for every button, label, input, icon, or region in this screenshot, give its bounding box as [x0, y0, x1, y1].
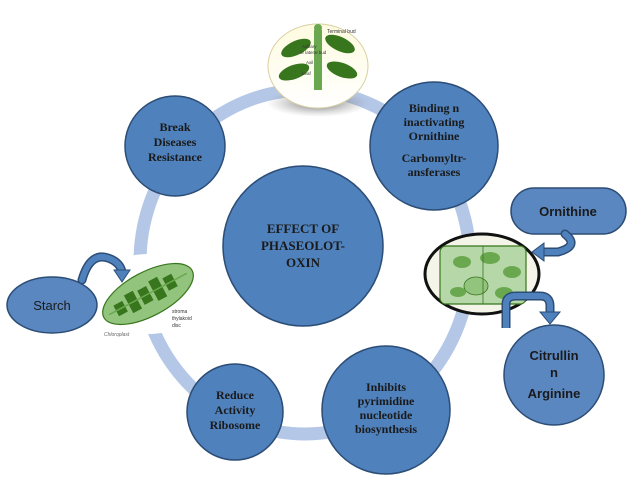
- break-line3: Resistance: [148, 150, 203, 164]
- binding-line4: Carbomyltr-: [402, 151, 467, 165]
- inhibits-line3: nucleotide: [360, 408, 413, 422]
- citrullin-line3: Arginine: [528, 386, 581, 401]
- center-title-line3: OXIN: [286, 255, 321, 270]
- chloroplast-label-disc: disc: [172, 323, 181, 329]
- binding-line1: Binding n: [409, 101, 460, 115]
- ornithine-label: Ornithine: [510, 187, 627, 235]
- break-line2: Diseases: [154, 135, 197, 149]
- chloroplast-label-thylakoid: thylakoid: [172, 316, 192, 322]
- inhibits-line2: pyrimidine: [358, 394, 415, 408]
- node-break-resistance: Break Diseases Resistance: [124, 95, 226, 197]
- reduce-line2: Activity: [215, 403, 256, 417]
- center-title-line1: EFFECT OF: [267, 221, 339, 236]
- plant-label-lateral-bud: or lateral bud: [300, 50, 327, 55]
- citrulline-arginine-label: Citrullin n Arginine: [503, 324, 605, 426]
- reduce-line1: Reduce: [216, 388, 255, 402]
- binding-line3: Ornithine: [409, 129, 460, 143]
- chloroplast-label-stroma: stroma: [172, 309, 188, 315]
- binding-line2: inactivating: [404, 115, 465, 129]
- plant-label-terminal-bud: Terminal bud: [327, 29, 356, 35]
- binding-line5: ansferases: [408, 165, 461, 179]
- citrullin-line2: n: [550, 365, 558, 380]
- chloroplast-caption: Chloroplast: [104, 332, 130, 338]
- plant-cell-image: [423, 232, 541, 316]
- inhibits-line1: Inhibits: [366, 380, 406, 394]
- starch-text: Starch: [33, 298, 71, 313]
- inhibits-line4: biosynthesis: [355, 422, 417, 436]
- chloroplast-image: stroma thylakoid disc Chloroplast: [90, 254, 206, 338]
- plant-label-axillary: Axillary: [302, 44, 317, 49]
- starch-label: Starch: [6, 276, 98, 334]
- node-inhibits-pyrimidine: Inhibits pyrimidine nucleotide biosynthe…: [321, 345, 451, 475]
- center-title-line2: PHASEOLOT-: [261, 238, 345, 253]
- citrulline-arrow-icon: [501, 291, 562, 328]
- citrullin-line1: Citrullin: [529, 348, 578, 363]
- break-line1: Break: [159, 120, 190, 134]
- plant-label-axil: Axil: [306, 60, 313, 65]
- plant-stem-image: Terminal bud Axillary or lateral bud Axi…: [266, 23, 370, 117]
- plant-label-leaf: Leaf: [302, 71, 312, 76]
- starch-arrow-icon: [77, 252, 131, 285]
- ornithine-text: Ornithine: [539, 204, 597, 219]
- reduce-line3: Ribosome: [210, 418, 261, 432]
- node-reduce-ribosome: Reduce Activity Ribosome: [186, 363, 284, 461]
- ornithine-arrow-icon: [531, 229, 576, 262]
- node-binding-ornithine: Binding n inactivating Ornithine Carbomy…: [369, 81, 499, 211]
- center-node: EFFECT OF PHASEOLOT- OXIN: [222, 165, 384, 327]
